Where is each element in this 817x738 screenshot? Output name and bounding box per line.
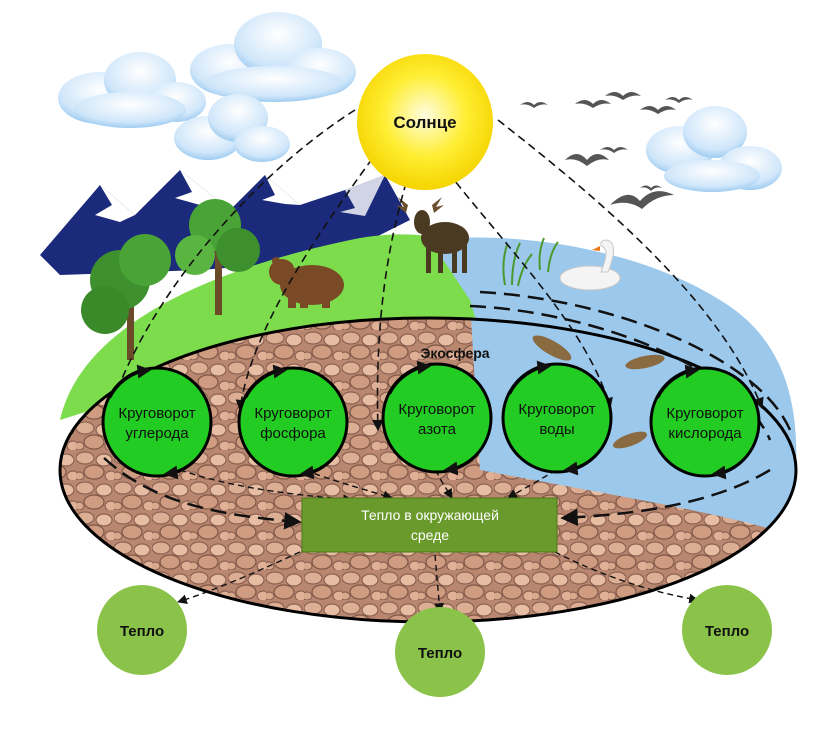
cycle-water: Круговорот воды bbox=[501, 360, 613, 476]
cycle-phosphorus-line1: Круговорот bbox=[254, 405, 331, 422]
reeds bbox=[502, 237, 559, 287]
heat-output-left-label: Тепло bbox=[120, 623, 164, 640]
cycle-carbon-line1: Круговорот bbox=[118, 405, 195, 422]
sun-energy-flows bbox=[107, 109, 764, 432]
heat-environment-line2: среде bbox=[411, 527, 449, 543]
cloud-middle bbox=[174, 94, 290, 162]
cycle-carbon-line2: углерода bbox=[125, 425, 189, 442]
swan-illustration bbox=[559, 239, 621, 291]
cycle-phosphorus: Круговорот фосфора bbox=[237, 364, 349, 480]
birds-flock bbox=[520, 92, 693, 209]
heat-output-left: Тепло bbox=[97, 585, 187, 675]
sun: Солнце bbox=[357, 54, 493, 190]
heat-environment-line1: Тепло в окружающей bbox=[361, 507, 499, 523]
heat-environment-box: Тепло в окружающей среде bbox=[301, 497, 558, 553]
fish-illustrations bbox=[532, 335, 665, 449]
cycle-water-line1: Круговорот bbox=[518, 401, 595, 418]
cycle-nitrogen-line2: азота bbox=[418, 421, 457, 438]
cloud-left bbox=[58, 52, 206, 128]
heat-output-center-label: Тепло bbox=[418, 645, 462, 662]
cycle-oxygen: Круговорот кислорода bbox=[649, 364, 761, 480]
cycle-phosphorus-line2: фосфора bbox=[260, 425, 326, 442]
heat-output-right-label: Тепло bbox=[705, 623, 749, 640]
heat-output-center: Тепло bbox=[395, 607, 485, 697]
moose-illustration bbox=[396, 197, 469, 273]
water-cycle-paths bbox=[103, 290, 792, 530]
heat-output-flows bbox=[177, 551, 699, 613]
cycle-oxygen-line2: кислорода bbox=[668, 425, 742, 442]
cloud-top bbox=[190, 12, 356, 102]
bear-illustration bbox=[269, 257, 344, 308]
cycle-nitrogen-line1: Круговорот bbox=[398, 401, 475, 418]
cycle-carbon: Круговорот углерода bbox=[101, 364, 213, 480]
cycle-oxygen-line1: Круговорот bbox=[666, 405, 743, 422]
cycle-water-line2: воды bbox=[539, 421, 574, 438]
trees bbox=[81, 199, 260, 360]
ecosphere-label: Экосфера bbox=[420, 345, 489, 361]
sun-label: Солнце bbox=[393, 113, 456, 132]
heat-output-right: Тепло bbox=[682, 585, 772, 675]
cloud-right bbox=[646, 106, 782, 192]
cycle-nitrogen: Круговорот азота bbox=[381, 360, 493, 476]
